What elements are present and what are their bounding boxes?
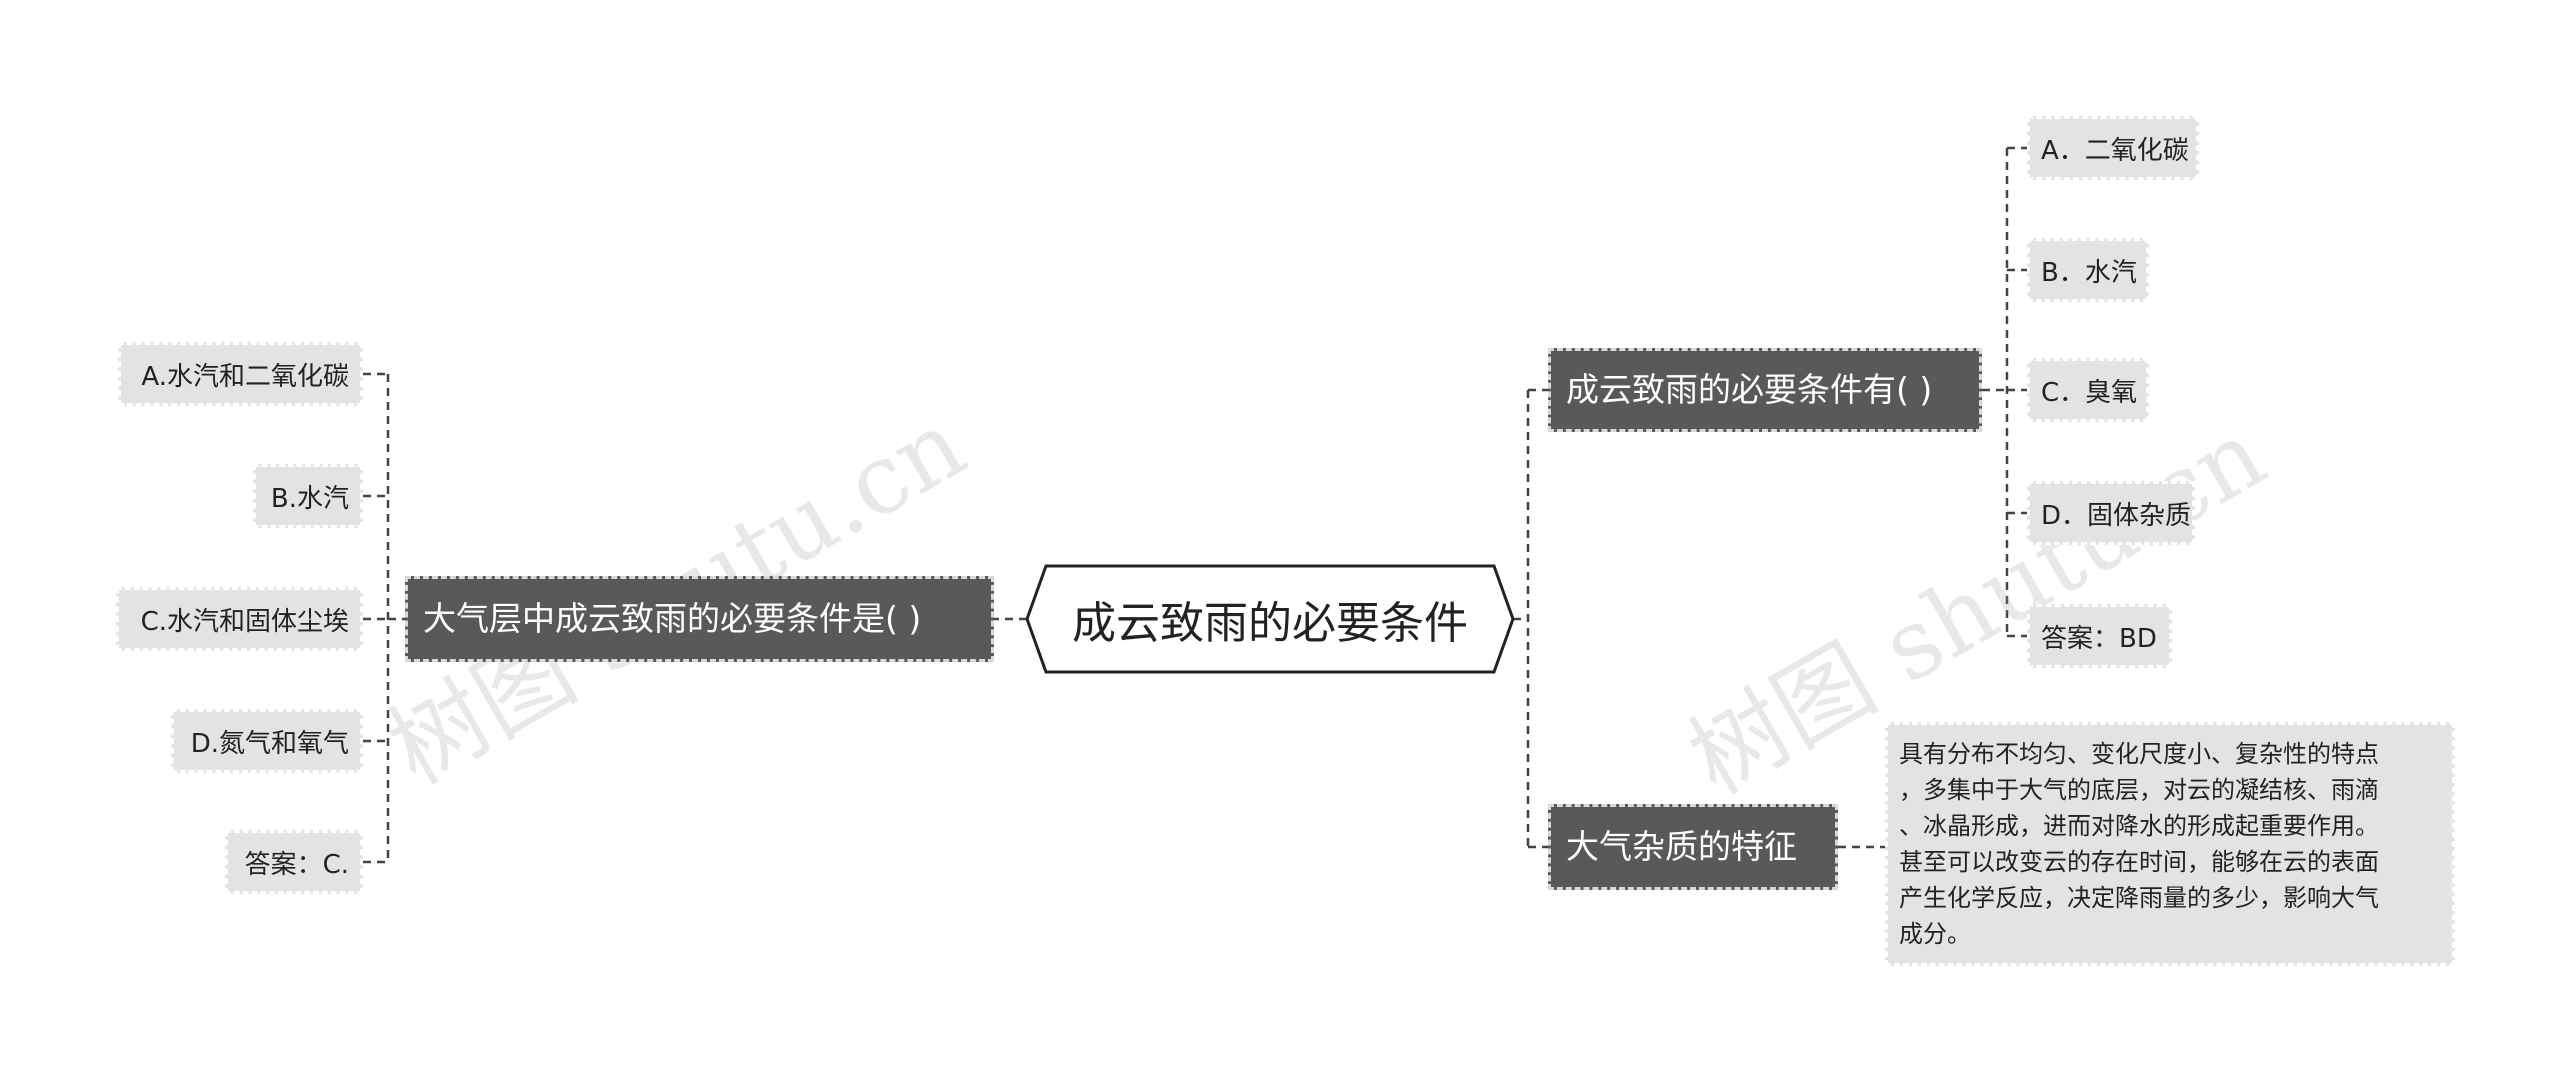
right-option-a[interactable]: A．二氧化碳 — [2027, 116, 2199, 180]
right-answer[interactable]: 答案：BD — [2027, 604, 2172, 668]
left-option-d[interactable]: D.氮气和氧气 — [171, 709, 363, 773]
left-option-b[interactable]: B.水汽 — [253, 464, 363, 528]
right-branch-2-description[interactable]: 具有分布不均匀、变化尺度小、复杂性的特点 ，多集中于大气的底层，对云的凝结核、雨… — [1885, 722, 2455, 966]
right-branch-2-node[interactable]: 大气杂质的特征 — [1548, 804, 1838, 890]
left-option-a[interactable]: A.水汽和二氧化碳 — [118, 342, 363, 406]
center-node-label[interactable]: 成云致雨的必要条件 — [1072, 598, 1468, 649]
right-option-b[interactable]: B．水汽 — [2027, 238, 2149, 302]
right-option-d[interactable]: D．固体杂质 — [2027, 481, 2195, 545]
right-option-c[interactable]: C．臭氧 — [2027, 358, 2149, 422]
right-branch-1-node[interactable]: 成云致雨的必要条件有( ) — [1548, 348, 1982, 432]
left-option-c[interactable]: C.水汽和固体尘埃 — [116, 587, 363, 651]
left-branch-node[interactable]: 大气层中成云致雨的必要条件是( ) — [405, 576, 994, 662]
left-answer[interactable]: 答案：C. — [225, 830, 363, 894]
center-node-shape — [1025, 564, 1515, 674]
